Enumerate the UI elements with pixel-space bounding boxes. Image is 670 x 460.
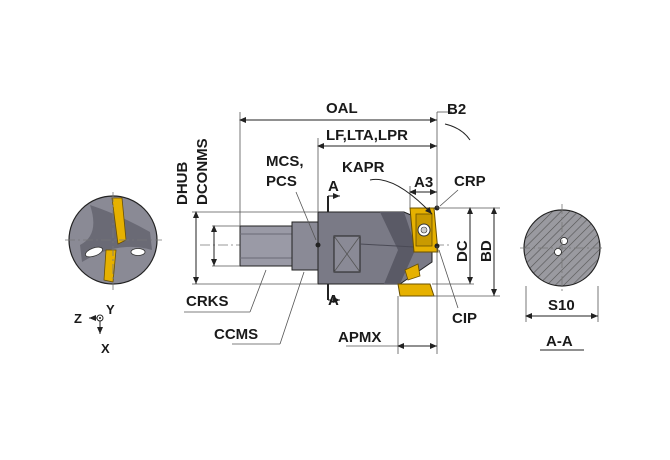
- section-mark-top: A: [328, 178, 339, 195]
- oal-label: OAL: [326, 100, 358, 117]
- b2-label: B2: [447, 101, 466, 118]
- mcs-point: [315, 242, 321, 248]
- s10-label: S10: [548, 297, 575, 314]
- section-view: S10 A-A: [520, 204, 604, 351]
- dimensions: OAL B2 LF,LTA,LPR DHUB DCONMS MCS, PCS K…: [174, 100, 500, 354]
- dconms-label: DCONMS: [194, 138, 211, 205]
- a3-label: A3: [414, 174, 433, 191]
- axis-z-label: Z: [74, 311, 82, 326]
- side-view: [200, 205, 450, 297]
- ccms-label: CCMS: [214, 326, 258, 343]
- crks-label: CRKS: [186, 293, 229, 310]
- axis-x-label: X: [101, 341, 110, 356]
- cip-label: CIP: [452, 310, 477, 327]
- shank: [239, 225, 293, 267]
- section-label: A-A: [546, 333, 573, 350]
- kapr-label: KAPR: [342, 159, 385, 176]
- lf-label: LF,LTA,LPR: [326, 127, 408, 144]
- section-mark-bottom: A: [328, 292, 339, 309]
- section-hole-2: [554, 248, 562, 256]
- dc-label: DC: [454, 240, 471, 262]
- b2-arc: [444, 123, 471, 141]
- dhub-label: DHUB: [174, 162, 191, 205]
- axis-indicator: Z Y X: [74, 302, 115, 356]
- crp-label: CRP: [454, 173, 486, 190]
- shank-collar: [291, 221, 319, 271]
- coolant-hole-1: [85, 246, 103, 258]
- mcs-label: MCS,: [266, 153, 304, 170]
- end-view: [65, 192, 162, 290]
- section-hole-1: [560, 237, 568, 245]
- kapr-arc: [369, 178, 433, 215]
- chip-flute: [380, 212, 416, 284]
- pcs-label: PCS: [266, 173, 297, 190]
- axis-y-label: Y: [106, 302, 115, 317]
- insert-bottom: [397, 283, 435, 297]
- bd-label: BD: [478, 240, 495, 262]
- coolant-hole-2: [130, 248, 146, 256]
- apmx-label: APMX: [338, 329, 381, 346]
